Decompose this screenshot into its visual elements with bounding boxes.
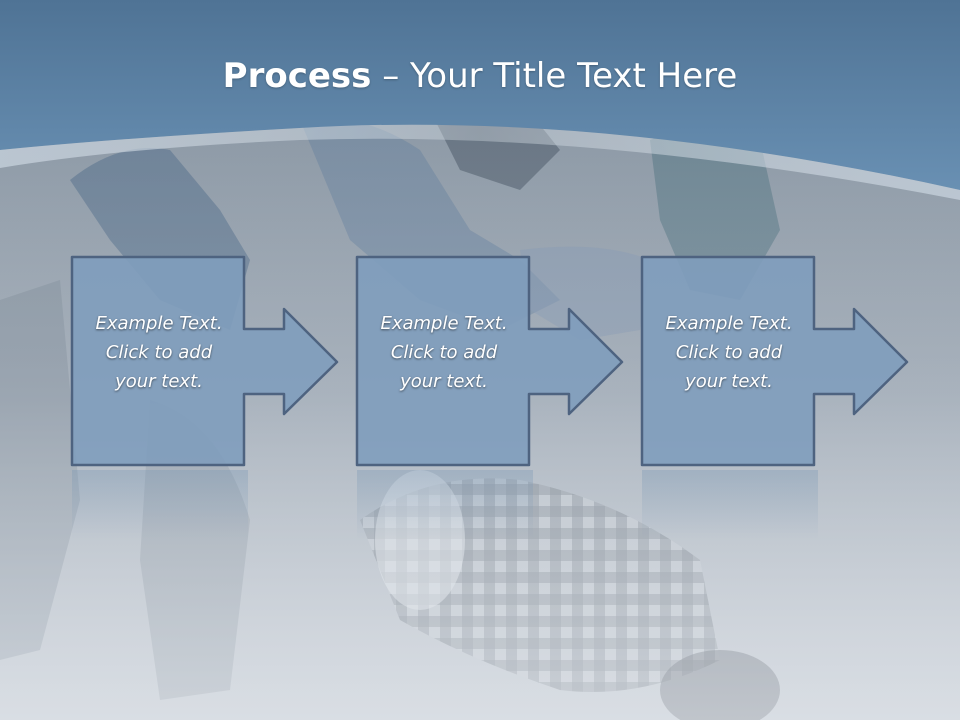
step-reflection	[72, 470, 248, 540]
step-line-1: Example Text.	[665, 313, 793, 334]
header-band	[0, 0, 960, 200]
step-text[interactable]: Example Text. Click to add your text.	[76, 309, 242, 396]
step-line-3: your text.	[115, 371, 203, 392]
step-line-3: your text.	[400, 371, 488, 392]
right-arrow-icon	[355, 255, 624, 467]
title-rest: Your Title Text Here	[410, 56, 738, 96]
step-line-1: Example Text.	[380, 313, 508, 334]
slide-title[interactable]: Process – Your Title Text Here	[0, 54, 960, 98]
title-bold: Process	[222, 56, 372, 96]
title-dash: –	[371, 56, 411, 96]
step-reflection	[357, 470, 533, 540]
process-step-1[interactable]: Example Text. Click to add your text.	[70, 255, 372, 467]
right-arrow-icon	[70, 255, 339, 467]
step-reflection	[642, 470, 818, 540]
step-line-3: your text.	[685, 371, 773, 392]
process-step-2[interactable]: Example Text. Click to add your text.	[355, 255, 657, 467]
step-line-2: Click to add	[675, 342, 783, 363]
step-line-2: Click to add	[390, 342, 498, 363]
step-line-1: Example Text.	[95, 313, 223, 334]
step-line-2: Click to add	[105, 342, 213, 363]
step-text[interactable]: Example Text. Click to add your text.	[361, 309, 527, 396]
process-step-3[interactable]: Example Text. Click to add your text.	[640, 255, 942, 467]
right-arrow-icon	[640, 255, 909, 467]
step-text[interactable]: Example Text. Click to add your text.	[646, 309, 812, 396]
